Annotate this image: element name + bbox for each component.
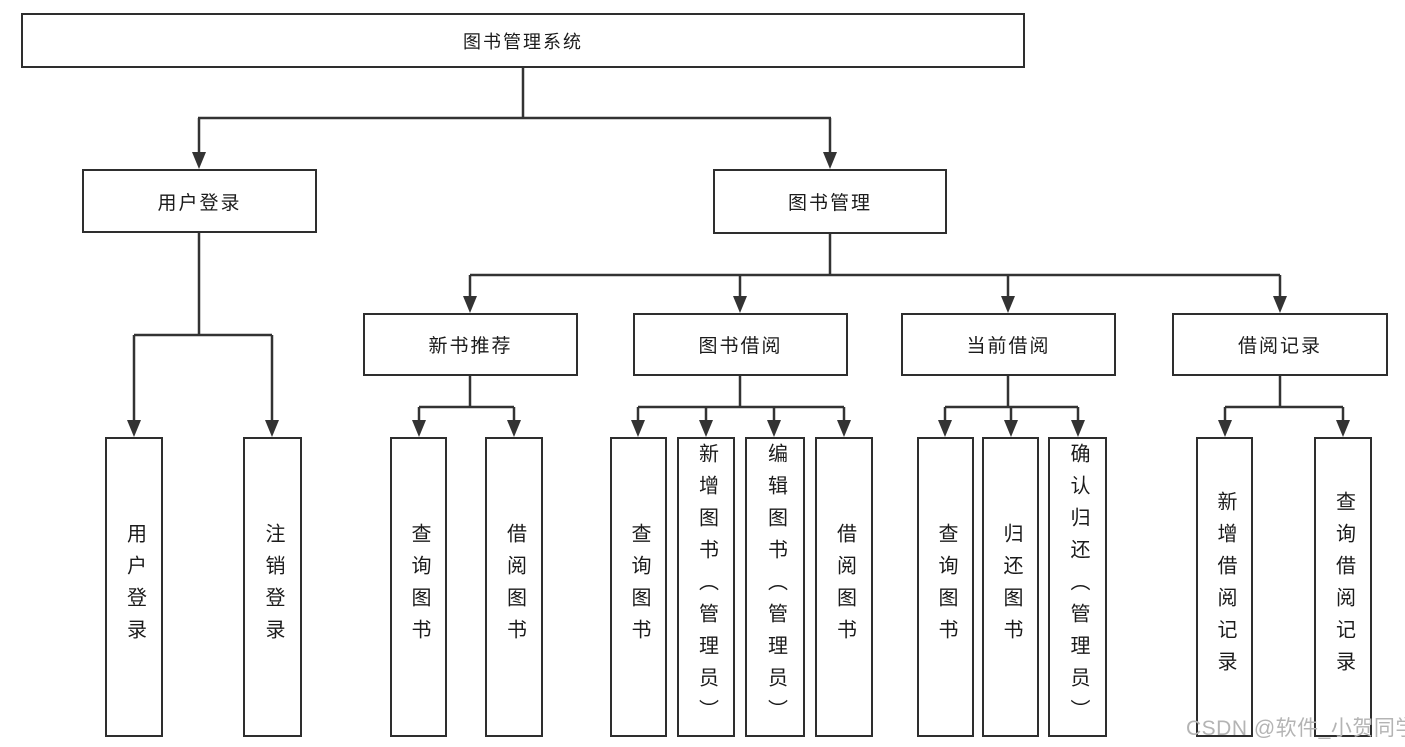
leaf-current-return-book: 归还图书: [982, 437, 1039, 737]
leaf-newbook-borrow-book: 借阅图书: [485, 437, 543, 737]
node-label: 图书管理: [787, 193, 872, 214]
node-user-login: 用户登录: [82, 169, 317, 233]
node-label: 新增借阅记录: [1214, 491, 1236, 683]
node-label: 查询图书: [408, 523, 430, 651]
node-library-management-system: 图书管理系统: [21, 13, 1025, 68]
leaf-logout: 注销登录: [243, 437, 302, 737]
node-label: 新增图书（管理员）: [695, 443, 718, 731]
leaf-current-confirm-return-admin: 确认归还（管理员）: [1048, 437, 1107, 737]
leaf-borrow-borrow-book: 借阅图书: [815, 437, 873, 737]
node-label: 借阅图书: [503, 523, 526, 651]
leaf-borrow-edit-book-admin: 编辑图书（管理员）: [745, 437, 805, 737]
leaf-records-add-record: 新增借阅记录: [1196, 437, 1253, 737]
node-label: 编辑图书（管理员）: [764, 443, 787, 731]
node-label: 查询图书: [628, 523, 650, 651]
node-current-borrow: 当前借阅: [901, 313, 1116, 376]
node-label: 归还图书: [1000, 523, 1022, 651]
node-label: 注销登录: [262, 523, 284, 651]
node-label: 图书借阅: [698, 336, 783, 357]
node-label: 确认归还（管理员）: [1067, 443, 1089, 731]
leaf-records-query-record: 查询借阅记录: [1314, 437, 1372, 737]
leaf-borrow-add-book-admin: 新增图书（管理员）: [677, 437, 735, 737]
node-label: 查询图书: [935, 523, 957, 651]
csdn-watermark: CSDN @软件_小贺同学: [1186, 717, 1405, 740]
node-label: 当前借阅: [966, 336, 1051, 357]
node-label: 用户登录: [157, 192, 242, 214]
leaf-current-query-book: 查询图书: [917, 437, 974, 737]
arrowheads: [127, 152, 1350, 437]
node-book-management: 图书管理: [713, 169, 947, 234]
node-label: 借阅图书: [833, 523, 856, 651]
node-label: 查询借阅记录: [1332, 491, 1355, 683]
node-label: 新书推荐: [428, 336, 513, 357]
node-book-borrow: 图书借阅: [633, 313, 848, 376]
node-label: 借阅记录: [1237, 336, 1322, 357]
node-label: 用户登录: [123, 523, 146, 651]
leaf-borrow-query-book: 查询图书: [610, 437, 667, 737]
node-label: 图书管理系统: [463, 31, 583, 52]
node-borrow-records: 借阅记录: [1172, 313, 1388, 376]
leaf-newbook-query-book: 查询图书: [390, 437, 447, 737]
leaf-user-login: 用户登录: [105, 437, 163, 737]
node-new-book-recommend: 新书推荐: [363, 313, 578, 376]
